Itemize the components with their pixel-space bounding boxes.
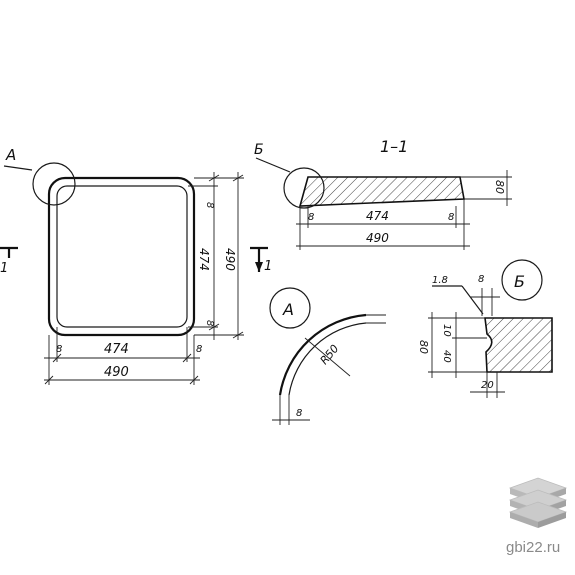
- detail-b-body: [484, 317, 553, 373]
- callout-circle-b: [283, 167, 325, 209]
- section-dim-inner: 474: [366, 209, 389, 223]
- section-view: 1–1 Б 80 8 8 474 490: [254, 137, 512, 250]
- detail-a-label: А: [282, 300, 294, 319]
- section-mark-right: 1: [264, 259, 272, 274]
- plan-outer-outline: [47, 176, 196, 337]
- section-body: [298, 176, 465, 207]
- detail-a-radius: R50: [318, 342, 342, 367]
- detail-a: А R50 8: [269, 287, 386, 425]
- section-thickness: 80: [493, 180, 506, 194]
- detail-b-height: 80: [417, 340, 430, 354]
- detail-b-chamfer: 1.8: [432, 275, 448, 286]
- plan-view: А 1 1 8 8 474 490 8: [0, 146, 272, 385]
- plan-dim-inner-h: 474: [197, 248, 211, 271]
- plan-dim-top-8: 8: [204, 202, 215, 208]
- section-mark-left: 1: [0, 261, 8, 276]
- detail-b: Б 1.8 8 80 10 40 20: [417, 259, 553, 398]
- section-dim-outer: 490: [366, 231, 389, 245]
- callout-label-b: Б: [254, 142, 264, 158]
- detail-b-offset: 20: [481, 380, 494, 391]
- detail-b-lower: 40: [441, 350, 452, 363]
- detail-b-label: Б: [514, 272, 525, 291]
- callout-label-a: А: [5, 146, 16, 164]
- plan-dim-inner-w: 474: [104, 342, 129, 357]
- detail-b-upper: 10: [441, 324, 452, 337]
- detail-a-inner-arc: [288, 322, 367, 396]
- detail-a-wall: 8: [296, 408, 302, 419]
- plan-dim-bottom-8: 8: [204, 320, 215, 326]
- detail-a-outer-arc: [278, 313, 367, 396]
- plan-dim-outer-w: 490: [104, 365, 129, 380]
- section-dim-right-8: 8: [448, 212, 454, 223]
- stack-logo-icon: [508, 477, 568, 528]
- plan-inner-outline: [56, 185, 188, 328]
- section-title: 1–1: [380, 137, 408, 156]
- section-dim-left-8: 8: [308, 212, 314, 223]
- watermark: gbi22.ru: [506, 477, 568, 556]
- plan-dim-left-8: 8: [56, 344, 62, 355]
- detail-b-top-gap: 8: [478, 274, 484, 285]
- detail-b-label-circle: [501, 259, 543, 301]
- detail-a-label-circle: [269, 287, 311, 329]
- plan-dim-right-8: 8: [196, 344, 202, 355]
- callout-circle-a: [32, 162, 76, 206]
- plan-dim-outer-h: 490: [223, 248, 237, 271]
- watermark-text: gbi22.ru: [506, 539, 560, 556]
